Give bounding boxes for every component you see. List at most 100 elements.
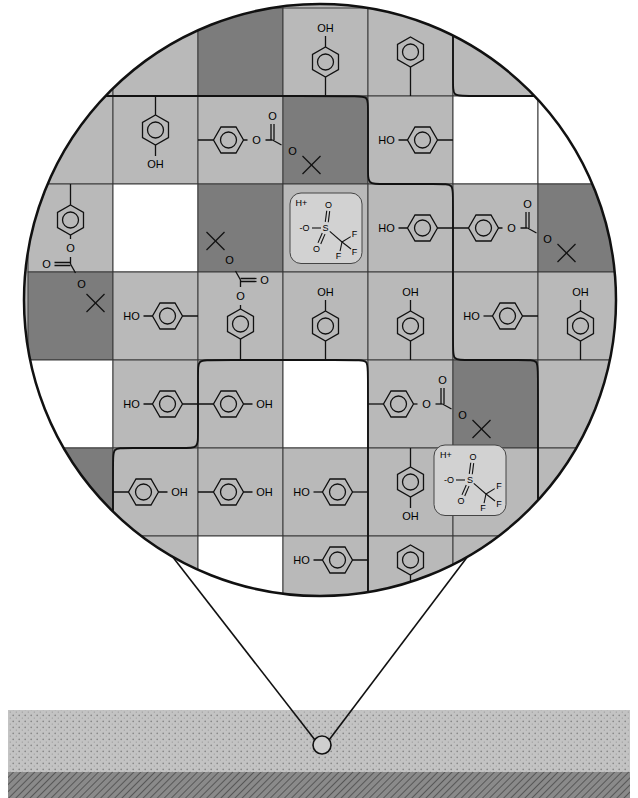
bond-line: [486, 494, 495, 501]
bond-line: [325, 300, 326, 311]
benzene-ring: [228, 309, 254, 339]
bond-line: [353, 491, 369, 492]
bond-line: [580, 300, 581, 311]
resist-cell: [453, 536, 538, 624]
resist-cell: [368, 96, 453, 184]
bond-line: [410, 300, 411, 311]
substrate-layer: [8, 772, 630, 798]
polymer-chain: [453, 0, 638, 96]
resist-cell: [198, 536, 283, 624]
atom-label: O: [422, 399, 431, 410]
bond-line: [329, 231, 341, 242]
bond-line: [399, 227, 408, 228]
bond-line: [155, 145, 156, 156]
atom-label: HO: [293, 555, 310, 566]
bond-line: [270, 124, 271, 140]
aromatic-circle: [221, 396, 237, 412]
atom-label: O: [458, 410, 467, 421]
bond-line: [240, 305, 241, 309]
resist-cell: [368, 272, 453, 360]
bond-line: [312, 227, 321, 228]
atom-label: OH: [256, 487, 273, 498]
atom-label: O: [225, 255, 234, 266]
resist-cell: [538, 184, 623, 272]
bond-line: [410, 575, 411, 604]
resist-cell: [283, 448, 368, 536]
atom-label: O: [457, 497, 464, 506]
atom-label: O: [288, 146, 297, 157]
atom-label: HO: [293, 487, 310, 498]
resist-cell: [538, 536, 623, 624]
bond-line: [410, 448, 411, 467]
resist-cell: [538, 272, 623, 360]
benzene-ring: [143, 115, 169, 145]
bond-line: [198, 491, 214, 492]
bond-line: [473, 420, 491, 438]
benzene-ring: [214, 127, 244, 153]
acid-molecule-box: H+-OOSOFFF: [433, 444, 507, 517]
bond-line: [410, 497, 411, 508]
resist-cell: [453, 184, 538, 272]
aromatic-circle: [63, 212, 79, 228]
aromatic-circle: [330, 484, 346, 500]
molecule-group: [55, 36, 594, 604]
resist-cell: [113, 96, 198, 184]
bond-line: [55, 265, 71, 266]
aromatic-circle: [160, 396, 176, 412]
aromatic-circle: [221, 484, 237, 500]
aromatic-circle: [330, 552, 346, 568]
atom-label: O: [523, 199, 532, 210]
resist-cell: [283, 360, 368, 448]
resist-cell: [113, 272, 198, 360]
atom-label: S: [322, 224, 328, 233]
benzene-ring: [153, 303, 183, 329]
bond-line: [87, 294, 105, 312]
bond-line: [410, 67, 411, 96]
atom-label: HO: [123, 311, 140, 322]
bond-line: [113, 491, 129, 492]
bond-line: [144, 315, 153, 316]
resist-cell: [198, 272, 283, 360]
acid-outline: [434, 445, 506, 516]
benzene-ring: [323, 547, 353, 573]
aromatic-circle: [500, 308, 516, 324]
resist-cell: [198, 184, 283, 272]
bond-line: [155, 96, 156, 115]
polymer-chain: [0, 96, 538, 640]
lens-outline: [24, 4, 616, 596]
bond-line: [198, 403, 214, 404]
bond-line: [528, 212, 529, 228]
atom-label: H+: [440, 451, 452, 460]
bond-line: [484, 315, 493, 316]
resist-layer: [8, 710, 630, 772]
atom-label: OH: [171, 487, 188, 498]
bond-line: [273, 124, 274, 140]
benzene-ring: [129, 479, 159, 505]
atom-label: HO: [378, 223, 395, 234]
benzene-ring: [313, 47, 339, 77]
aromatic-circle: [403, 552, 419, 568]
atom-label: -O: [300, 224, 310, 233]
bond-line: [159, 491, 168, 492]
resist-cell: [538, 96, 623, 184]
atom-label: F: [336, 252, 342, 261]
atom-label: OH: [147, 159, 164, 170]
atom-label: O: [66, 243, 75, 254]
atom-label: OH: [317, 287, 334, 298]
resist-cell: [283, 272, 368, 360]
bond-line: [70, 184, 71, 205]
bond-line: [453, 227, 469, 228]
resist-cell: [453, 96, 538, 184]
resist-cell: [453, 272, 538, 360]
resist-cell: [453, 8, 538, 96]
resist-cell: [113, 8, 198, 96]
bond-line: [207, 232, 225, 250]
bond-line: [303, 156, 321, 174]
resist-cell: [198, 448, 283, 536]
atom-label: HO: [123, 399, 140, 410]
bond-line: [314, 559, 323, 560]
bond-line: [87, 294, 105, 312]
atom-label: OH: [317, 23, 334, 34]
